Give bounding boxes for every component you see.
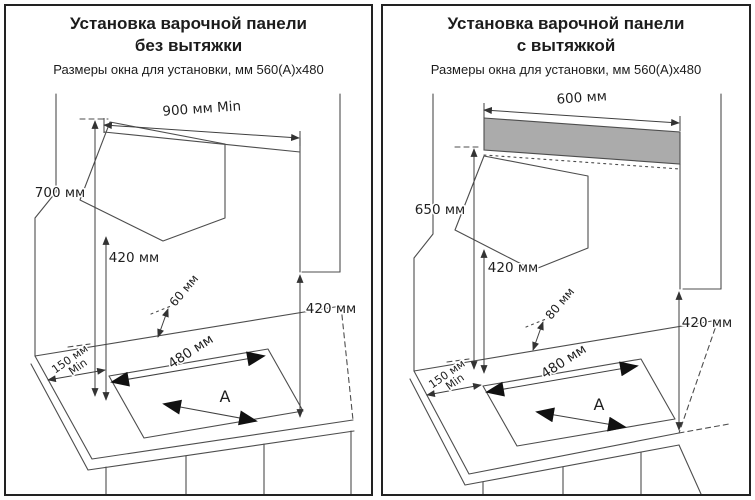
cutout-outline <box>108 348 304 439</box>
dimension-side-margin: 150 мм Min <box>47 341 106 383</box>
dim-right-height-label: 420 мм <box>306 301 356 317</box>
dimension-top-width: 900 мм Min <box>103 97 301 146</box>
hood-duct-band <box>483 117 681 170</box>
dim-right-height-label: 420 мм <box>682 315 732 331</box>
panel-right-subtitle: Размеры окна для установки, мм 560(А)х48… <box>430 62 702 78</box>
dimension-cutout-width: А <box>162 386 258 426</box>
dimension-right-height: 420 мм <box>296 274 358 418</box>
dimension-top-width: 600 мм <box>483 87 681 131</box>
wall-lines <box>34 93 341 357</box>
dim-cutout-width-label: А <box>220 387 231 406</box>
panel-left-title: Установка варочной панели без вытяжки <box>6 13 371 57</box>
diagram-without-hood: 900 мм Min 700 мм 420 мм 60 мм 420 мм <box>30 93 358 494</box>
diagram-with-hood: 600 мм 650 мм 420 мм 80 мм 420 мм <box>409 87 734 494</box>
dim-hood-height-label: 700 мм <box>35 185 85 201</box>
hood-outline <box>454 146 589 271</box>
dimension-hood-height: 700 мм <box>33 120 99 397</box>
dim-cutout-width-label: А <box>594 395 605 414</box>
dimension-mid-height: 420 мм <box>102 236 161 401</box>
dimension-cutout-depth: 480 мм <box>485 340 639 397</box>
dim-top-width-label: 900 мм Min <box>162 98 242 119</box>
dimension-side-margin: 150 мм Min <box>425 356 482 398</box>
dim-mid-height-label: 420 мм <box>109 250 159 266</box>
panel-right-header: Установка варочной панели с вытяжкой Раз… <box>383 6 749 77</box>
dimension-mid-height: 420 мм <box>480 249 540 374</box>
panel-without-hood: Установка варочной панели без вытяжки Ра… <box>4 4 373 496</box>
dim-mid-height-label: 420 мм <box>488 260 538 276</box>
countertop <box>409 316 730 494</box>
panel-with-hood: Установка варочной панели с вытяжкой Раз… <box>381 4 751 496</box>
dimension-cutout-depth: 480 мм <box>110 330 266 387</box>
dim-hood-height-label: 650 мм <box>415 202 465 218</box>
panel-left-subtitle: Размеры окна для установки, мм 560(А)х48… <box>53 62 324 78</box>
countertop <box>30 303 355 494</box>
dimension-rear-gap: 80 мм <box>532 283 579 351</box>
dim-rear-gap-label: 60 мм <box>167 272 202 309</box>
dimension-rear-gap: 60 мм <box>157 270 203 338</box>
panel-left-title-line2: без вытяжки <box>134 36 243 56</box>
dimension-hood-height: 650 мм <box>413 148 478 370</box>
dim-top-width-label: 600 мм <box>556 88 607 107</box>
panel-right-title-line2: с вытяжкой <box>516 36 616 56</box>
dim-rear-gap-label: 80 мм <box>543 285 578 322</box>
dimension-right-height: 420 мм <box>675 291 734 431</box>
panel-right-title-line1: Установка варочной панели <box>447 14 685 33</box>
panel-left-header: Установка варочной панели без вытяжки Ра… <box>6 6 371 77</box>
panel-right-title: Установка варочной панели с вытяжкой <box>383 13 749 57</box>
wall-lines <box>413 93 722 372</box>
dimension-cutout-width: А <box>535 394 627 432</box>
cutout-outline <box>482 358 676 447</box>
panel-left-title-line1: Установка варочной панели <box>70 14 307 33</box>
